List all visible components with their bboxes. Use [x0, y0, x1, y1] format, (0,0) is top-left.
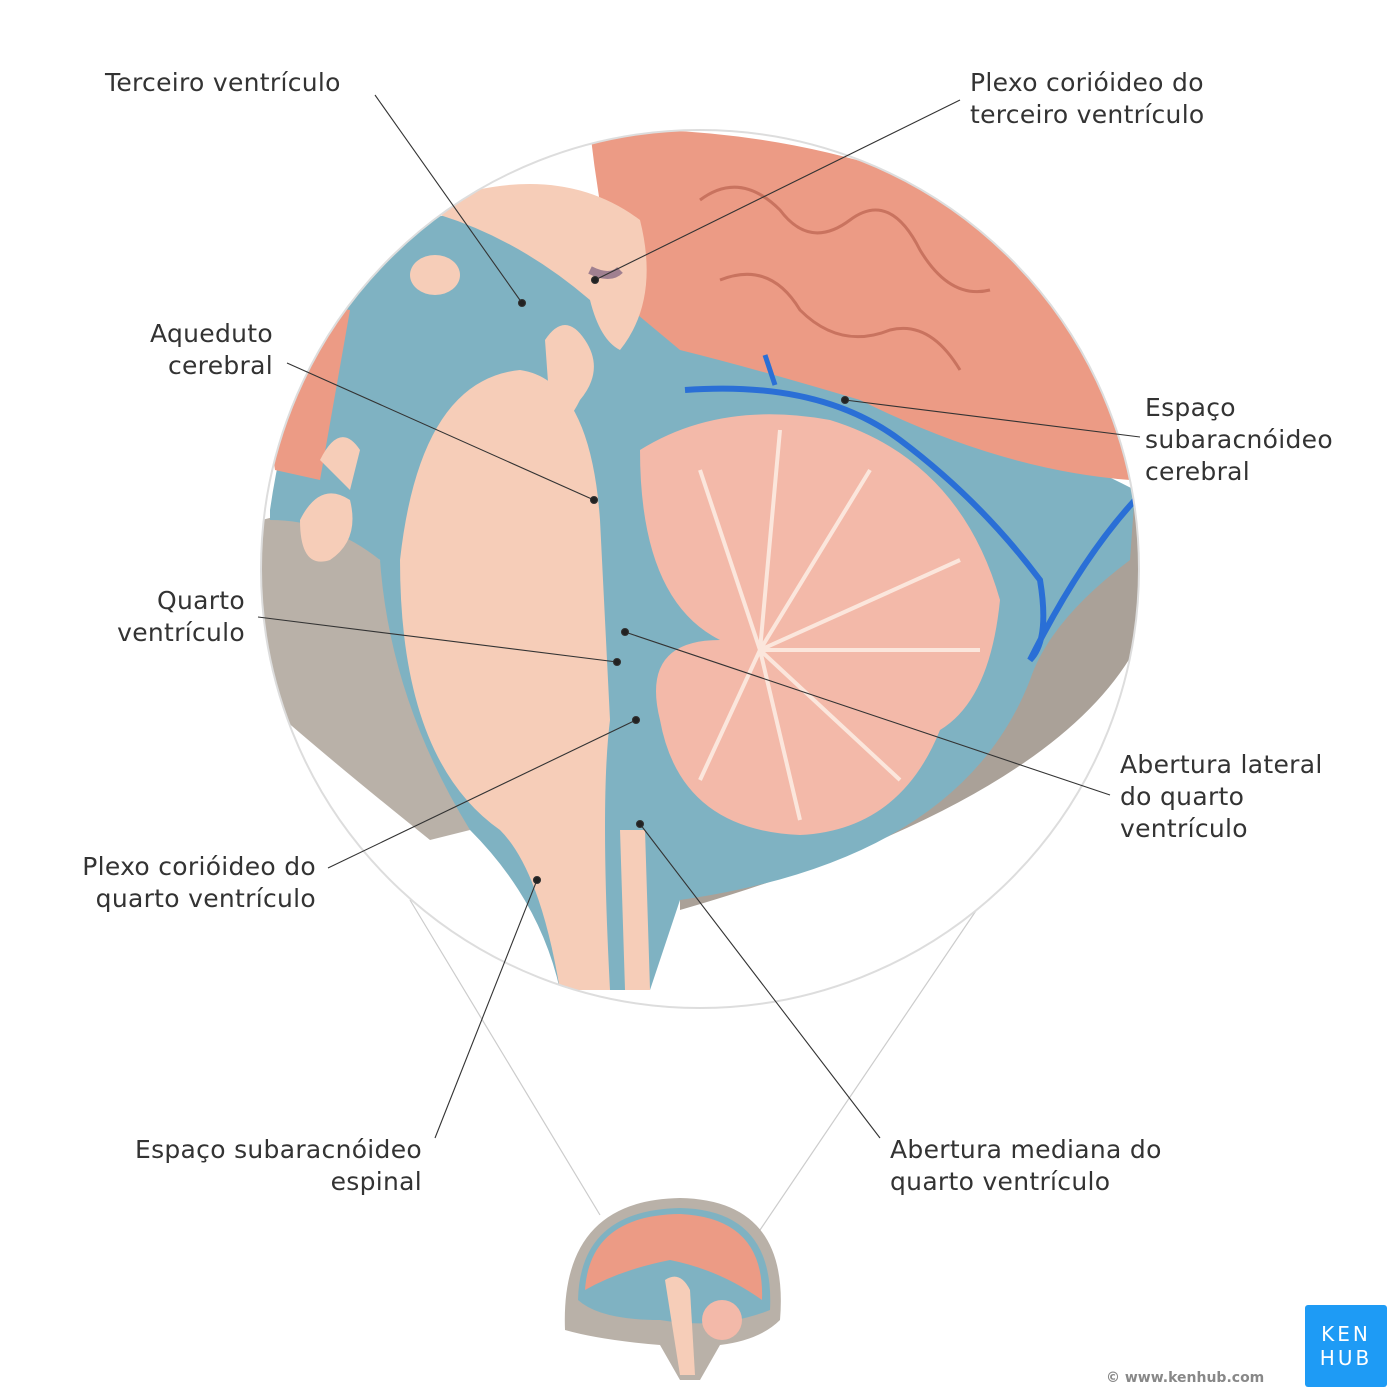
thalamus [440, 184, 647, 350]
label-cerebral-aqueduct: Aqueduto cerebral [150, 318, 273, 382]
occipital-bone-right [680, 500, 1139, 910]
label-fourth-ventricle: Quarto ventrículo [117, 585, 245, 649]
label-line: Quarto [156, 586, 245, 615]
occipital-bone-left [262, 515, 470, 840]
label-line: quarto ventrículo [890, 1167, 1111, 1196]
label-line: Espaço subaracnóideo [134, 1135, 422, 1164]
logo-text-top: KEN [1321, 1322, 1371, 1346]
label-line: Plexo corióideo do [82, 852, 316, 881]
magnifier-circle [260, 129, 1140, 1009]
label-line: do quarto [1120, 782, 1245, 811]
label-spinal-subarachnoid-space: Espaço subaracnóideo espinal [135, 1134, 422, 1198]
choroid-plexus-third [588, 266, 623, 279]
label-choroid-plexus-fourth-ventricle: Plexo corióideo do quarto ventrículo [82, 851, 316, 915]
label-line: terceiro ventrículo [970, 100, 1205, 129]
label-line: ventrículo [1120, 814, 1248, 843]
label-line: espinal [330, 1167, 422, 1196]
label-line: Plexo corióideo do [970, 68, 1204, 97]
kenhub-logo: KEN HUB [1305, 1305, 1387, 1387]
overview-brain [564, 1198, 781, 1380]
zoom-connector-left [409, 899, 601, 1216]
logo-text-bottom: HUB [1319, 1346, 1373, 1370]
label-cerebral-subarachnoid-space: Espaço subaracnóideo cerebral [1145, 392, 1333, 488]
label-median-aperture: Abertura mediana do quarto ventrículo [890, 1134, 1162, 1198]
zoom-connector-right [759, 889, 991, 1231]
label-line: cerebral [1145, 457, 1251, 486]
label-line: Aqueduto [150, 319, 273, 348]
label-line: Abertura mediana do [890, 1135, 1162, 1164]
magnified-view [261, 130, 1139, 1008]
label-line: Abertura lateral [1120, 750, 1323, 779]
copyright-text: © www.kenhub.com [1106, 1370, 1265, 1386]
label-line: cerebral [167, 351, 273, 380]
label-choroid-plexus-third-ventricle: Plexo corióideo do terceiro ventrículo [970, 67, 1205, 131]
label-line: quarto ventrículo [95, 884, 316, 913]
leader-lines [257, 94, 1141, 1139]
label-line: subaracnóideo [1145, 425, 1333, 454]
label-line: Espaço [1145, 393, 1236, 422]
label-third-ventricle: Terceiro ventrículo [105, 68, 341, 97]
label-line: ventrículo [117, 618, 245, 647]
label-lateral-aperture: Abertura lateral do quarto ventrículo [1120, 749, 1323, 845]
sinus-vein [684, 385, 1138, 663]
brainstem [400, 370, 610, 990]
